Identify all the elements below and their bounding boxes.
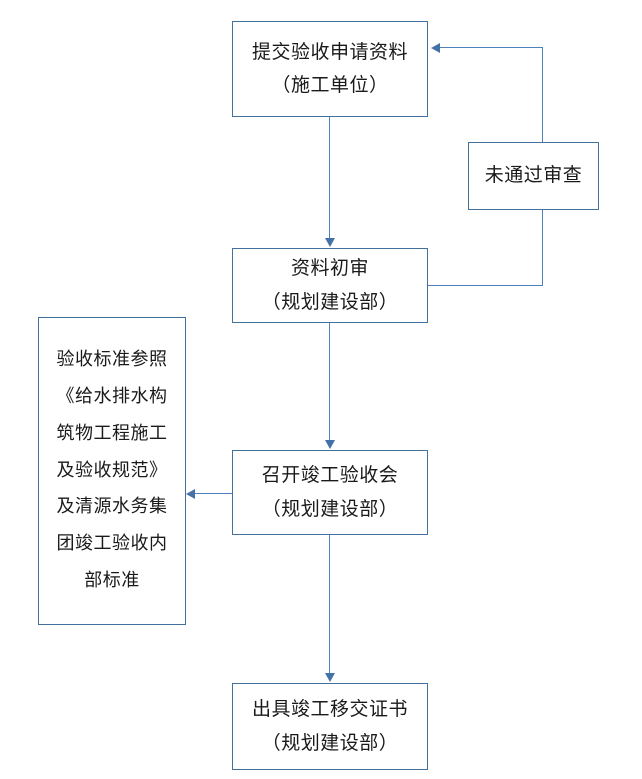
node-submit-application[interactable]: 提交验收申请资料 （施工单位） xyxy=(232,21,428,117)
node-standards-line-6: 团竣工验收内 xyxy=(56,533,168,555)
node-submit-line-1: 提交验收申请资料 xyxy=(251,40,408,63)
edge-review-to-rejected-vertical xyxy=(542,210,543,286)
node-standards-line-2: 《给水排水构 xyxy=(56,385,168,407)
node-review-line-2: （规划建设部） xyxy=(261,290,399,313)
node-rejected-review[interactable]: 未通过审查 xyxy=(468,142,599,210)
node-acceptance-standards[interactable]: 验收标准参照 《给水排水构 筑物工程施工 及验收规范》 及清源水务集 团竣工验收… xyxy=(38,317,186,625)
node-meeting-line-2: （规划建设部） xyxy=(261,497,399,520)
node-submit-line-2: （施工单位） xyxy=(271,74,389,96)
edge-rejected-to-submit-horizontal xyxy=(440,47,543,48)
node-certificate-line-2: （规划建设部） xyxy=(261,731,399,754)
edge-meeting-to-certificate-line xyxy=(329,535,330,674)
edge-review-to-rejected-horizontal xyxy=(428,285,543,286)
edge-meeting-to-standards-horizontal xyxy=(195,493,233,494)
edge-rejected-to-submit-vertical xyxy=(542,47,543,143)
node-standards-line-1: 验收标准参照 xyxy=(56,348,168,370)
node-standards-line-4: 及验收规范》 xyxy=(56,459,168,481)
arrowhead-down-icon xyxy=(325,238,335,247)
node-standards-line-5: 及清源水务集 xyxy=(56,496,168,518)
node-meeting-line-1: 召开竣工验收会 xyxy=(261,464,399,487)
node-initial-review[interactable]: 资料初审 （规划建设部） xyxy=(232,248,428,323)
arrowhead-down-icon xyxy=(325,673,335,682)
arrowhead-left-icon xyxy=(431,43,440,53)
node-review-line-1: 资料初审 xyxy=(290,257,369,280)
edge-review-to-meeting-line xyxy=(329,323,330,441)
node-standards-line-3: 筑物工程施工 xyxy=(56,422,168,444)
node-certificate-line-1: 出具竣工移交证书 xyxy=(251,698,408,721)
node-standards-line-7: 部标准 xyxy=(84,570,140,592)
node-rejected-line-1: 未通过审查 xyxy=(484,164,583,187)
node-handover-certificate[interactable]: 出具竣工移交证书 （规划建设部） xyxy=(232,683,428,770)
arrowhead-down-icon xyxy=(325,440,335,449)
node-acceptance-meeting[interactable]: 召开竣工验收会 （规划建设部） xyxy=(232,450,428,535)
edge-submit-to-review-line xyxy=(329,117,330,239)
arrowhead-left-icon xyxy=(186,489,195,499)
